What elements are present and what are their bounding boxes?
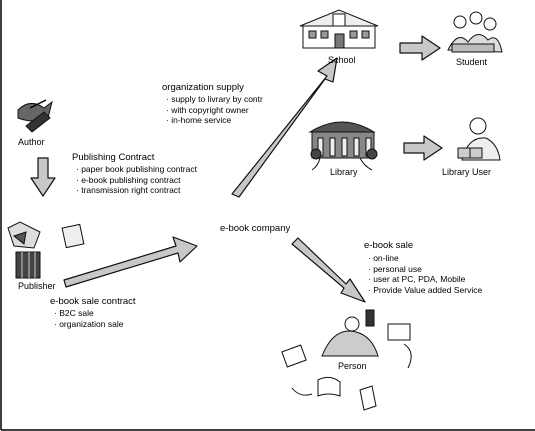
- school-icon: [299, 9, 379, 49]
- list-item: supply to livrary by contr: [166, 94, 263, 105]
- list-item: e-book publishing contract: [76, 175, 197, 186]
- list-item: paper book publishing contract: [76, 164, 197, 175]
- library-user-icon: [457, 117, 501, 161]
- ebook-company-label: e-book company: [220, 223, 291, 234]
- organization-supply-list: supply to livrary by contr with copyrigh…: [166, 94, 263, 126]
- list-item: in-home service: [166, 115, 263, 126]
- publisher-label: Publisher: [18, 281, 56, 291]
- person-icon: [281, 309, 412, 411]
- list-item: with copyright owner: [166, 105, 263, 116]
- publishing-contract-title: Publishing Contract: [72, 152, 155, 163]
- publishing-contract-list: paper book publishing contract e-book pu…: [76, 164, 197, 196]
- arrow-library-to-library-user: [403, 135, 443, 161]
- list-item: B2C sale: [54, 308, 123, 319]
- ebook-sale-list: on-line personal use user at PC, PDA, Mo…: [368, 253, 482, 295]
- list-item: Provide Value added Service: [368, 285, 482, 296]
- person-label: Person: [338, 361, 367, 371]
- school-label: School: [328, 55, 356, 65]
- ebook-sale-title: e-book sale: [364, 240, 414, 251]
- organization-supply-title: organization supply: [162, 82, 244, 93]
- arrow-company-to-school: [231, 57, 338, 198]
- list-item: personal use: [368, 264, 482, 275]
- arrow-publisher-to-company: [63, 236, 198, 288]
- arrow-company-to-person: [291, 237, 366, 303]
- library-icon: [308, 121, 378, 171]
- publisher-icon: [7, 221, 85, 279]
- list-item: organization sale: [54, 319, 123, 330]
- arrow-school-to-student: [399, 35, 441, 61]
- library-label: Library: [330, 167, 358, 177]
- author-icon: [17, 99, 53, 133]
- sale-contract-list: B2C sale organization sale: [54, 308, 123, 329]
- student-icon: [447, 11, 503, 53]
- student-label: Student: [456, 57, 488, 67]
- library-user-label: Library User: [442, 167, 492, 177]
- arrow-author-to-publisher: [30, 157, 56, 197]
- list-item: on-line: [368, 253, 482, 264]
- author-label: Author: [18, 137, 45, 147]
- list-item: transmission right contract: [76, 185, 197, 196]
- sale-contract-title: e-book sale contract: [50, 296, 136, 307]
- list-item: user at PC, PDA, Mobile: [368, 274, 482, 285]
